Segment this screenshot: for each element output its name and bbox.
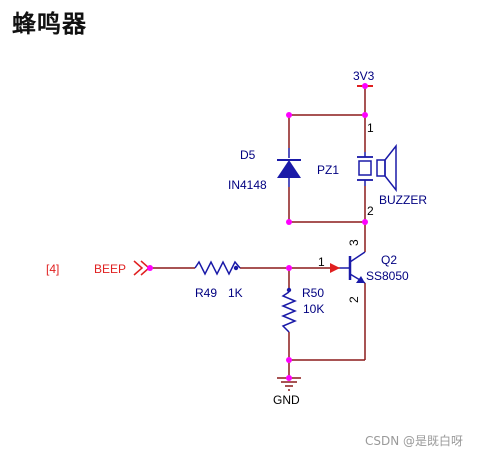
- wires: [150, 86, 366, 378]
- resistor-r49: R49 1K: [194, 260, 243, 300]
- port-chevron-outer: [133, 260, 144, 276]
- buzzer-ref: PZ1: [317, 163, 339, 177]
- junction-dot: [362, 83, 368, 89]
- diode-value: IN4148: [228, 178, 267, 192]
- buzzer-value: BUZZER: [379, 193, 427, 207]
- page-title: 蜂鸣器: [12, 10, 87, 38]
- watermark: CSDN @是既白呀: [364, 434, 463, 448]
- resistor-r50: R50 10K: [281, 286, 324, 333]
- junction-dot: [147, 265, 153, 271]
- base-pin-number: 1: [318, 255, 325, 269]
- ground-label: GND: [273, 393, 300, 407]
- base-pin-arrow: [330, 263, 340, 273]
- r49-value: 1K: [228, 286, 243, 300]
- junction-dot: [286, 357, 292, 363]
- junction-dot: [362, 219, 368, 225]
- beep-label: BEEP: [94, 262, 126, 276]
- junction-dot: [286, 219, 292, 225]
- beep-input-port: [4] BEEP: [46, 260, 151, 276]
- emitter-arrow: [356, 276, 365, 283]
- transistor-q2: 1 3 2 Q2 SS8050: [318, 239, 409, 303]
- transistor-ref: Q2: [381, 253, 397, 267]
- emitter-pin-number: 2: [347, 296, 361, 303]
- diode-d5: D5 IN4148: [228, 148, 301, 192]
- power-label: 3V3: [353, 69, 375, 83]
- junction-dot: [286, 265, 292, 271]
- collector-pin-number: 3: [347, 239, 361, 246]
- transistor-value: SS8050: [366, 269, 409, 283]
- r49-ref: R49: [195, 286, 217, 300]
- buzzer-pin2-number: 2: [367, 204, 374, 218]
- junction-dot: [286, 375, 292, 381]
- junction-dot: [286, 112, 292, 118]
- piezo-element: [358, 160, 372, 176]
- junction-dot: [362, 112, 368, 118]
- sheet-ref: [4]: [46, 262, 59, 276]
- speaker-horn: [384, 143, 397, 193]
- buzzer-pz1: 1 2 PZ1 BUZZER: [317, 121, 427, 218]
- r50-ref: R50: [302, 286, 324, 300]
- ground-symbol: GND: [273, 377, 301, 407]
- r49-zigzag: [194, 260, 241, 276]
- collector-lead: [349, 251, 366, 263]
- diode-triangle: [277, 160, 301, 178]
- r50-value: 10K: [303, 302, 324, 316]
- speaker-body: [376, 159, 386, 177]
- junctions: [147, 83, 368, 381]
- r50-zigzag: [281, 291, 297, 333]
- diode-ref: D5: [240, 148, 256, 162]
- buzzer-pin1-number: 1: [367, 121, 374, 135]
